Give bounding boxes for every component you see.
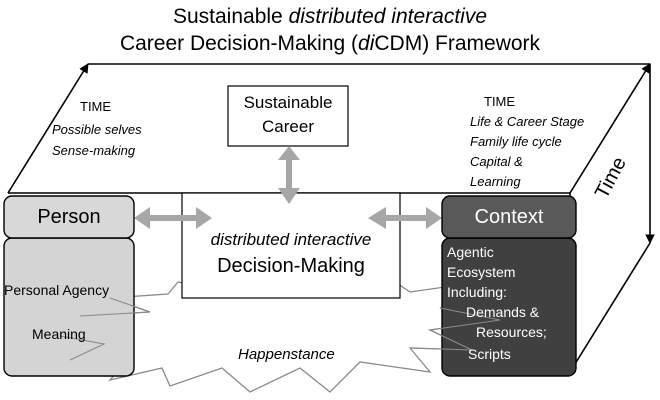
title-italic-text: distributed interactive [288,5,488,28]
decision-making-main: Decision-Making [217,255,365,277]
double-arrow-person [134,207,212,229]
decision-making-box [181,192,401,299]
top-left-item: Possible selves [52,122,142,137]
title-text: CDM) Framework [374,32,541,55]
starburst-overlap-rays [59,297,501,361]
time-axis-label: Time [591,153,631,202]
title-italic-text: di [358,32,375,55]
context-line: Including: [447,284,507,300]
sustainable-career-box [227,85,349,147]
context-header: Context [474,206,544,228]
context-line: Agentic [447,244,494,260]
diagram-title-line1: Sustainable distributed interactive [0,4,660,30]
top-left-item: Sense-making [52,143,136,158]
person-item: Personal Agency [4,282,110,298]
person-item: Meaning [32,326,86,342]
double-arrow-context [368,207,442,229]
sustainable-career-line: Sustainable [243,93,333,112]
happenstance-label: Happenstance [238,346,335,363]
context-box [441,195,577,377]
top-right-item: Learning [470,174,521,189]
title-text: Sustainable [172,5,289,28]
person-box [3,195,135,377]
top-right-item: Life & Career Stage [470,114,585,129]
diagram-title-line2: Career Decision-Making (diCDM) Framework [0,31,660,57]
sustainable-career-line: Career [262,117,314,136]
title-text: Career Decision-Making ( [119,32,359,55]
sustainable-career-label: Sustainable Career [228,91,348,139]
top-right-item: Capital & [470,154,523,169]
depth-axis-left [7,63,89,194]
double-arrow-vertical [278,146,300,204]
top-right-heading: TIME [484,94,516,109]
person-header: Person [37,206,101,228]
context-line: Demands & [466,304,540,320]
top-right-item: Family life cycle [470,134,562,149]
context-line: Scripts [468,346,511,362]
decision-making-label: distributed interactive Decision-Making [182,228,400,280]
context-line: Ecosystem [447,264,516,280]
context-line: Resources; [476,324,547,340]
decision-making-italic: distributed interactive [210,230,372,249]
top-left-heading: TIME [80,99,112,114]
depth-axis-right [569,63,651,194]
bottom-side-edge [569,242,651,373]
